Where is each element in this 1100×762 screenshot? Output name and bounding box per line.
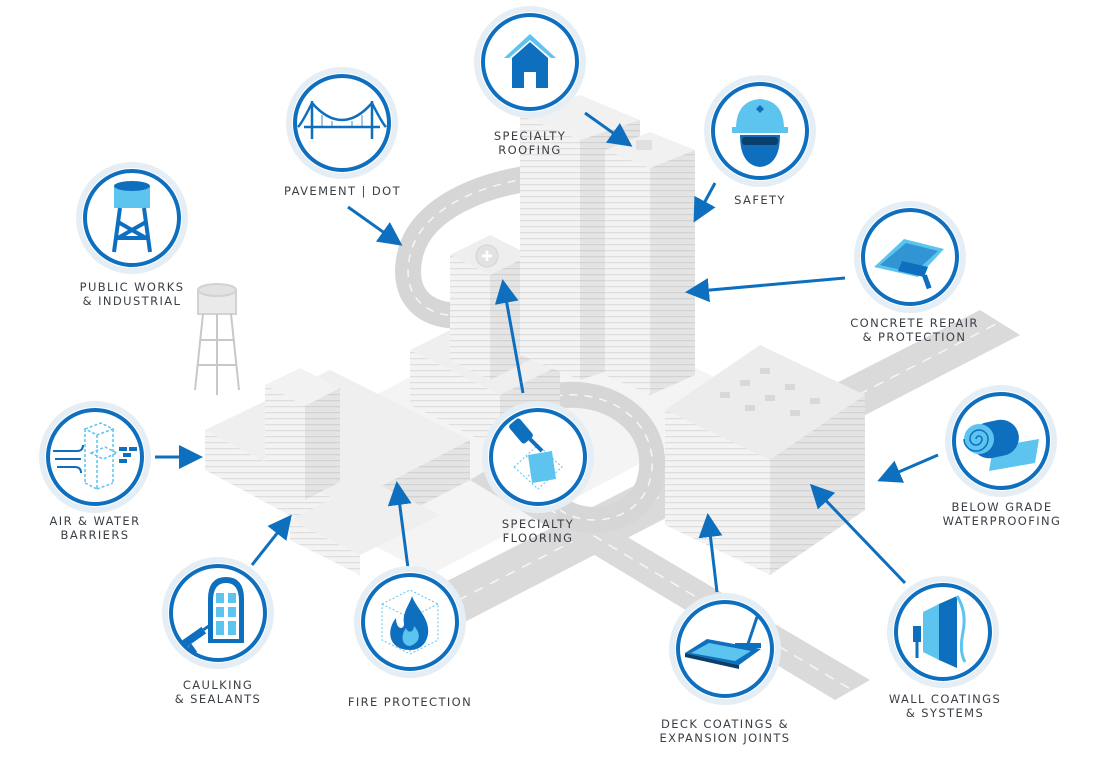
arrow-flooring — [494, 279, 525, 394]
hard-hat-icon — [704, 75, 816, 187]
label-below-grade: BELOW GRADE WATERPROOFING — [942, 500, 1062, 528]
arrow-below-grade — [877, 453, 939, 483]
label-pavement-dot: PAVEMENT | DOT — [284, 184, 401, 198]
label-caulking-sealants: CAULKING & SEALANTS — [174, 678, 262, 706]
squeegee-icon — [669, 593, 781, 705]
wind-wall-icon — [39, 401, 151, 513]
label-specialty-flooring: SPECIALTY FLOORING — [501, 517, 575, 545]
bridge-icon — [286, 67, 398, 179]
arrow-safety — [693, 182, 717, 223]
trowel-icon — [854, 201, 966, 313]
arrow-caulking — [250, 514, 292, 566]
arrow-pavement — [347, 205, 403, 246]
membrane-roll-icon — [945, 385, 1057, 497]
label-public-works: PUBLIC WORKS & INDUSTRIAL — [79, 280, 185, 308]
house-icon — [474, 6, 586, 118]
arrow-concrete — [685, 276, 846, 303]
flame-icon — [354, 566, 466, 678]
arrow-wall — [809, 483, 907, 585]
water-tower-icon — [76, 162, 188, 274]
arrow-roofing — [584, 111, 633, 147]
city-background: ✚ — [194, 95, 1020, 700]
label-wall-coatings: WALL COATINGS & SYSTEMS — [888, 692, 1002, 720]
label-air-water-barriers: AIR & WATER BARRIERS — [49, 514, 141, 542]
label-safety: SAFETY — [734, 193, 786, 207]
arrow-deck — [698, 513, 723, 593]
label-specialty-roofing: SPECIALTY ROOFING — [493, 129, 567, 157]
wall-roller-icon — [887, 576, 999, 688]
caulk-gun-icon — [162, 557, 274, 669]
label-concrete-repair: CONCRETE REPAIR & PROTECTION — [850, 316, 979, 344]
water-tower-illustration — [194, 283, 240, 395]
category-icons — [39, 6, 1057, 705]
arrow-fire — [387, 481, 412, 569]
svg-text:✚: ✚ — [481, 249, 493, 265]
label-fire-protection: FIRE PROTECTION — [347, 695, 473, 709]
pointer-arrows — [155, 111, 939, 593]
label-deck-coatings: DECK COATINGS & EXPANSION JOINTS — [659, 717, 791, 745]
paint-roller-icon — [482, 401, 594, 513]
